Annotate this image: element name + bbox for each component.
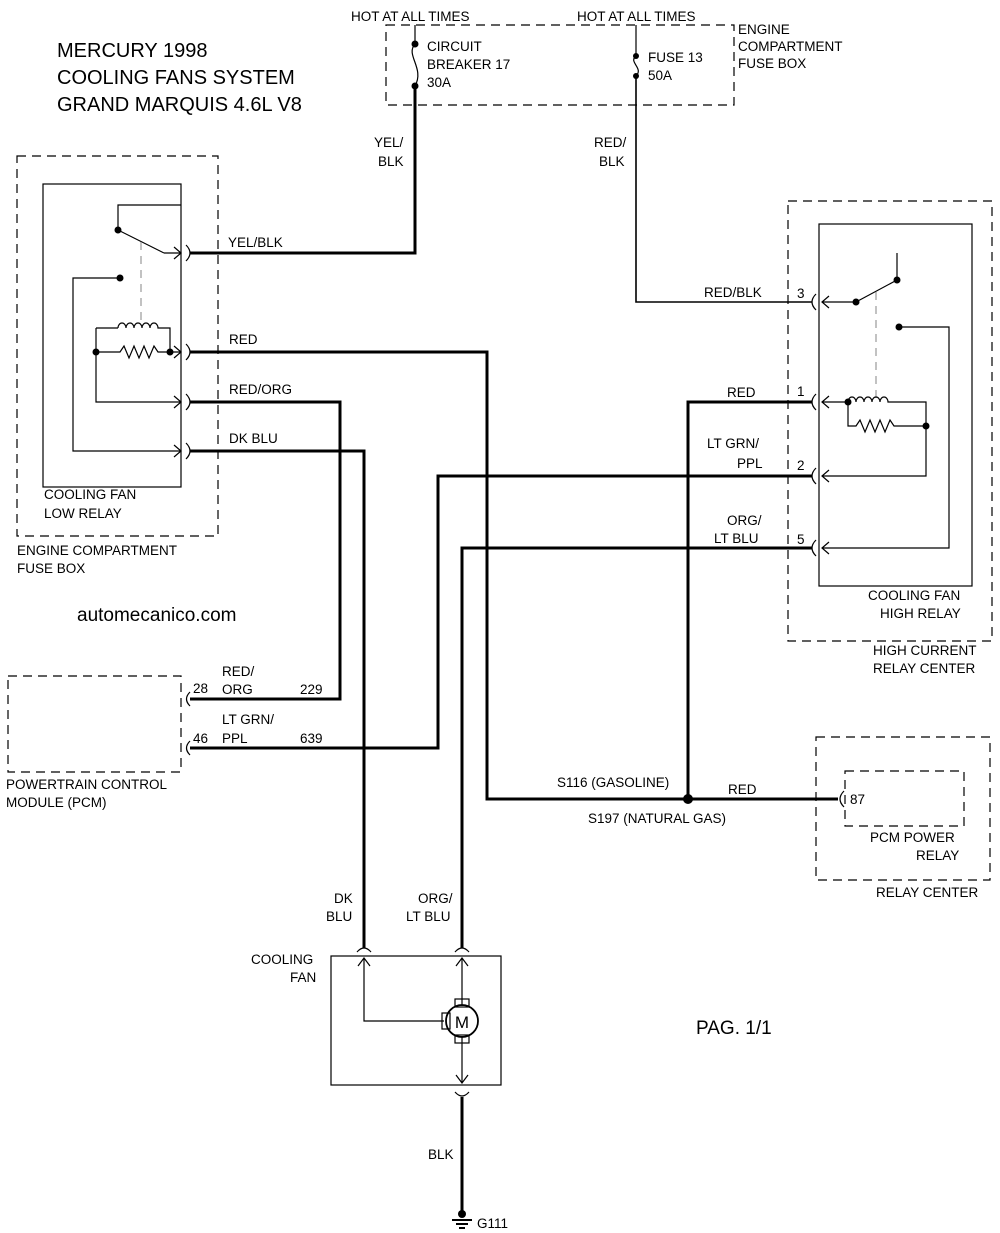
high-relay-pin-2: 2 <box>797 458 805 473</box>
title-line-2: COOLING FANS SYSTEM <box>57 67 295 89</box>
top-fuse-box: HOT AT ALL TIMES HOT AT ALL TIMES CIRCUI… <box>351 9 843 106</box>
high-relay-pin-3: 3 <box>797 286 805 301</box>
label-red-relay: RED <box>728 782 757 797</box>
wire-red-blk <box>635 76 812 303</box>
pcm-power-relay-name-2: RELAY <box>916 848 959 863</box>
top-fuse-box-name-3: FUSE BOX <box>738 56 806 71</box>
wire-lt-grn-ppl <box>190 474 812 750</box>
label-lt-grn-ppl-1: LT GRN/ <box>707 436 759 451</box>
fuse-symbol <box>633 25 639 79</box>
label-lt-grn-ppl-2: PPL <box>737 456 763 471</box>
top-fuse-box-outline <box>385 24 735 106</box>
label-red-blk: RED/BLK <box>704 285 762 300</box>
high-relay-center-name-2: RELAY CENTER <box>873 661 976 676</box>
splice-s197: S197 (NATURAL GAS) <box>588 811 726 826</box>
label-fan-dk-blu-2: BLU <box>326 909 352 924</box>
low-relay-name-1: COOLING FAN <box>44 487 136 502</box>
top-fuse-box-name-1: ENGINE <box>738 22 790 37</box>
hot-at-all-times-1: HOT AT ALL TIMES <box>351 9 470 24</box>
label-yel-blk: YEL/BLK <box>228 235 283 250</box>
low-relay-box-name-1: ENGINE COMPARTMENT <box>17 543 177 558</box>
label-dk-blu: DK BLU <box>229 431 278 446</box>
cooling-fan: COOLING FAN M <box>251 947 502 1097</box>
low-relay-name-2: LOW RELAY <box>44 506 122 521</box>
label-org-lt-blu-2: LT BLU <box>714 531 759 546</box>
label-red-high: RED <box>727 385 756 400</box>
label-red-low: RED <box>229 332 258 347</box>
label-red-org: RED/ORG <box>229 382 292 397</box>
top-fuse-box-name-2: COMPARTMENT <box>738 39 843 54</box>
fuse-label-1: FUSE 13 <box>648 50 703 65</box>
wire-dk-blu <box>190 449 366 948</box>
pcm-name-1: POWERTRAIN CONTROL <box>6 777 168 792</box>
relay-center-outline <box>815 736 991 881</box>
high-relay-outline <box>818 223 973 587</box>
wire-labels: YEL/ BLK RED/ BLK YEL/BLK RED/BLK RED RE… <box>222 135 763 1162</box>
pcm: 28 46 229 639 POWERTRAIN CONTROL MODULE … <box>6 675 323 810</box>
high-relay-name-2: HIGH RELAY <box>880 606 961 621</box>
fuse-label-2: 50A <box>648 68 672 83</box>
diagram-title: MERCURY 1998 COOLING FANS SYSTEM GRAND M… <box>57 40 302 116</box>
label-red-blk-v1: RED/ <box>594 135 627 150</box>
label-blk: BLK <box>428 1147 454 1162</box>
page-number: PAG. 1/1 <box>696 1018 772 1039</box>
wires <box>190 76 838 1213</box>
title-line-1: MERCURY 1998 <box>57 40 207 62</box>
breaker-label-2: BREAKER 17 <box>427 57 510 72</box>
pcm-circuit-229: 229 <box>300 682 323 697</box>
label-pcm-lt-grn-1: LT GRN/ <box>222 712 274 727</box>
pcm-pin-28: 28 <box>193 681 208 696</box>
label-org-lt-blu-1: ORG/ <box>727 513 762 528</box>
pcm-name-2: MODULE (PCM) <box>6 795 107 810</box>
ground-label: G111 <box>477 1216 508 1231</box>
pcm-pin-46: 46 <box>193 731 208 746</box>
fan-name-1: COOLING <box>251 952 313 967</box>
label-yel-blk-v1: YEL/ <box>374 135 404 150</box>
pcm-power-relay-name-1: PCM POWER <box>870 830 955 845</box>
wire-red-low <box>190 350 688 801</box>
label-pcm-red-org-2: ORG <box>222 682 253 697</box>
website-label: automecanico.com <box>77 605 236 626</box>
high-relay-center-name-1: HIGH CURRENT <box>873 643 977 658</box>
relay-pin-87: 87 <box>850 792 865 807</box>
wire-org-lt-blu <box>460 546 812 948</box>
pcm-power-relay-outline <box>844 770 965 827</box>
splice-s116: S116 (GASOLINE) <box>557 775 669 790</box>
high-relay-name-1: COOLING FAN <box>868 588 960 603</box>
high-relay: 3 1 2 5 COOLING FAN HIGH RELAY HIGH CURR… <box>787 200 993 676</box>
relay-center-name: RELAY CENTER <box>876 885 979 900</box>
label-fan-org-2: LT BLU <box>406 909 451 924</box>
pcm-outline <box>7 675 182 773</box>
label-fan-dk-blu-1: DK <box>334 891 353 906</box>
label-fan-org-1: ORG/ <box>418 891 453 906</box>
hot-at-all-times-2: HOT AT ALL TIMES <box>577 9 696 24</box>
label-red-blk-v2: BLK <box>599 154 625 169</box>
title-line-3: GRAND MARQUIS 4.6L V8 <box>57 94 302 116</box>
relay-center: 87 PCM POWER RELAY RELAY CENTER <box>815 736 991 900</box>
wire-yel-blk <box>190 86 417 255</box>
wire-red-org <box>190 400 342 701</box>
low-relay: COOLING FAN LOW RELAY ENGINE COMPARTMENT… <box>16 155 219 576</box>
low-relay-box-name-2: FUSE BOX <box>17 561 85 576</box>
splice-dot <box>683 794 693 804</box>
label-pcm-red-org-1: RED/ <box>222 664 255 679</box>
wire-red-high <box>686 400 812 799</box>
high-relay-pin-1: 1 <box>797 384 805 399</box>
fan-name-2: FAN <box>290 970 316 985</box>
label-pcm-lt-grn-2: PPL <box>222 731 248 746</box>
fan-motor-label: M <box>455 1013 469 1032</box>
high-relay-center-outline <box>787 200 993 642</box>
fan-motor-icon <box>445 1004 479 1038</box>
high-relay-pin-5: 5 <box>797 532 805 547</box>
fan-box-outline <box>330 955 502 1086</box>
circuit-breaker-symbol <box>411 25 419 90</box>
breaker-label-3: 30A <box>427 75 451 90</box>
label-yel-blk-v2: BLK <box>378 154 404 169</box>
low-relay-fuse-box-outline <box>16 155 219 537</box>
breaker-label-1: CIRCUIT <box>427 39 482 54</box>
ground-symbol <box>452 1210 472 1229</box>
low-relay-outline <box>42 183 182 488</box>
pcm-circuit-639: 639 <box>300 731 323 746</box>
